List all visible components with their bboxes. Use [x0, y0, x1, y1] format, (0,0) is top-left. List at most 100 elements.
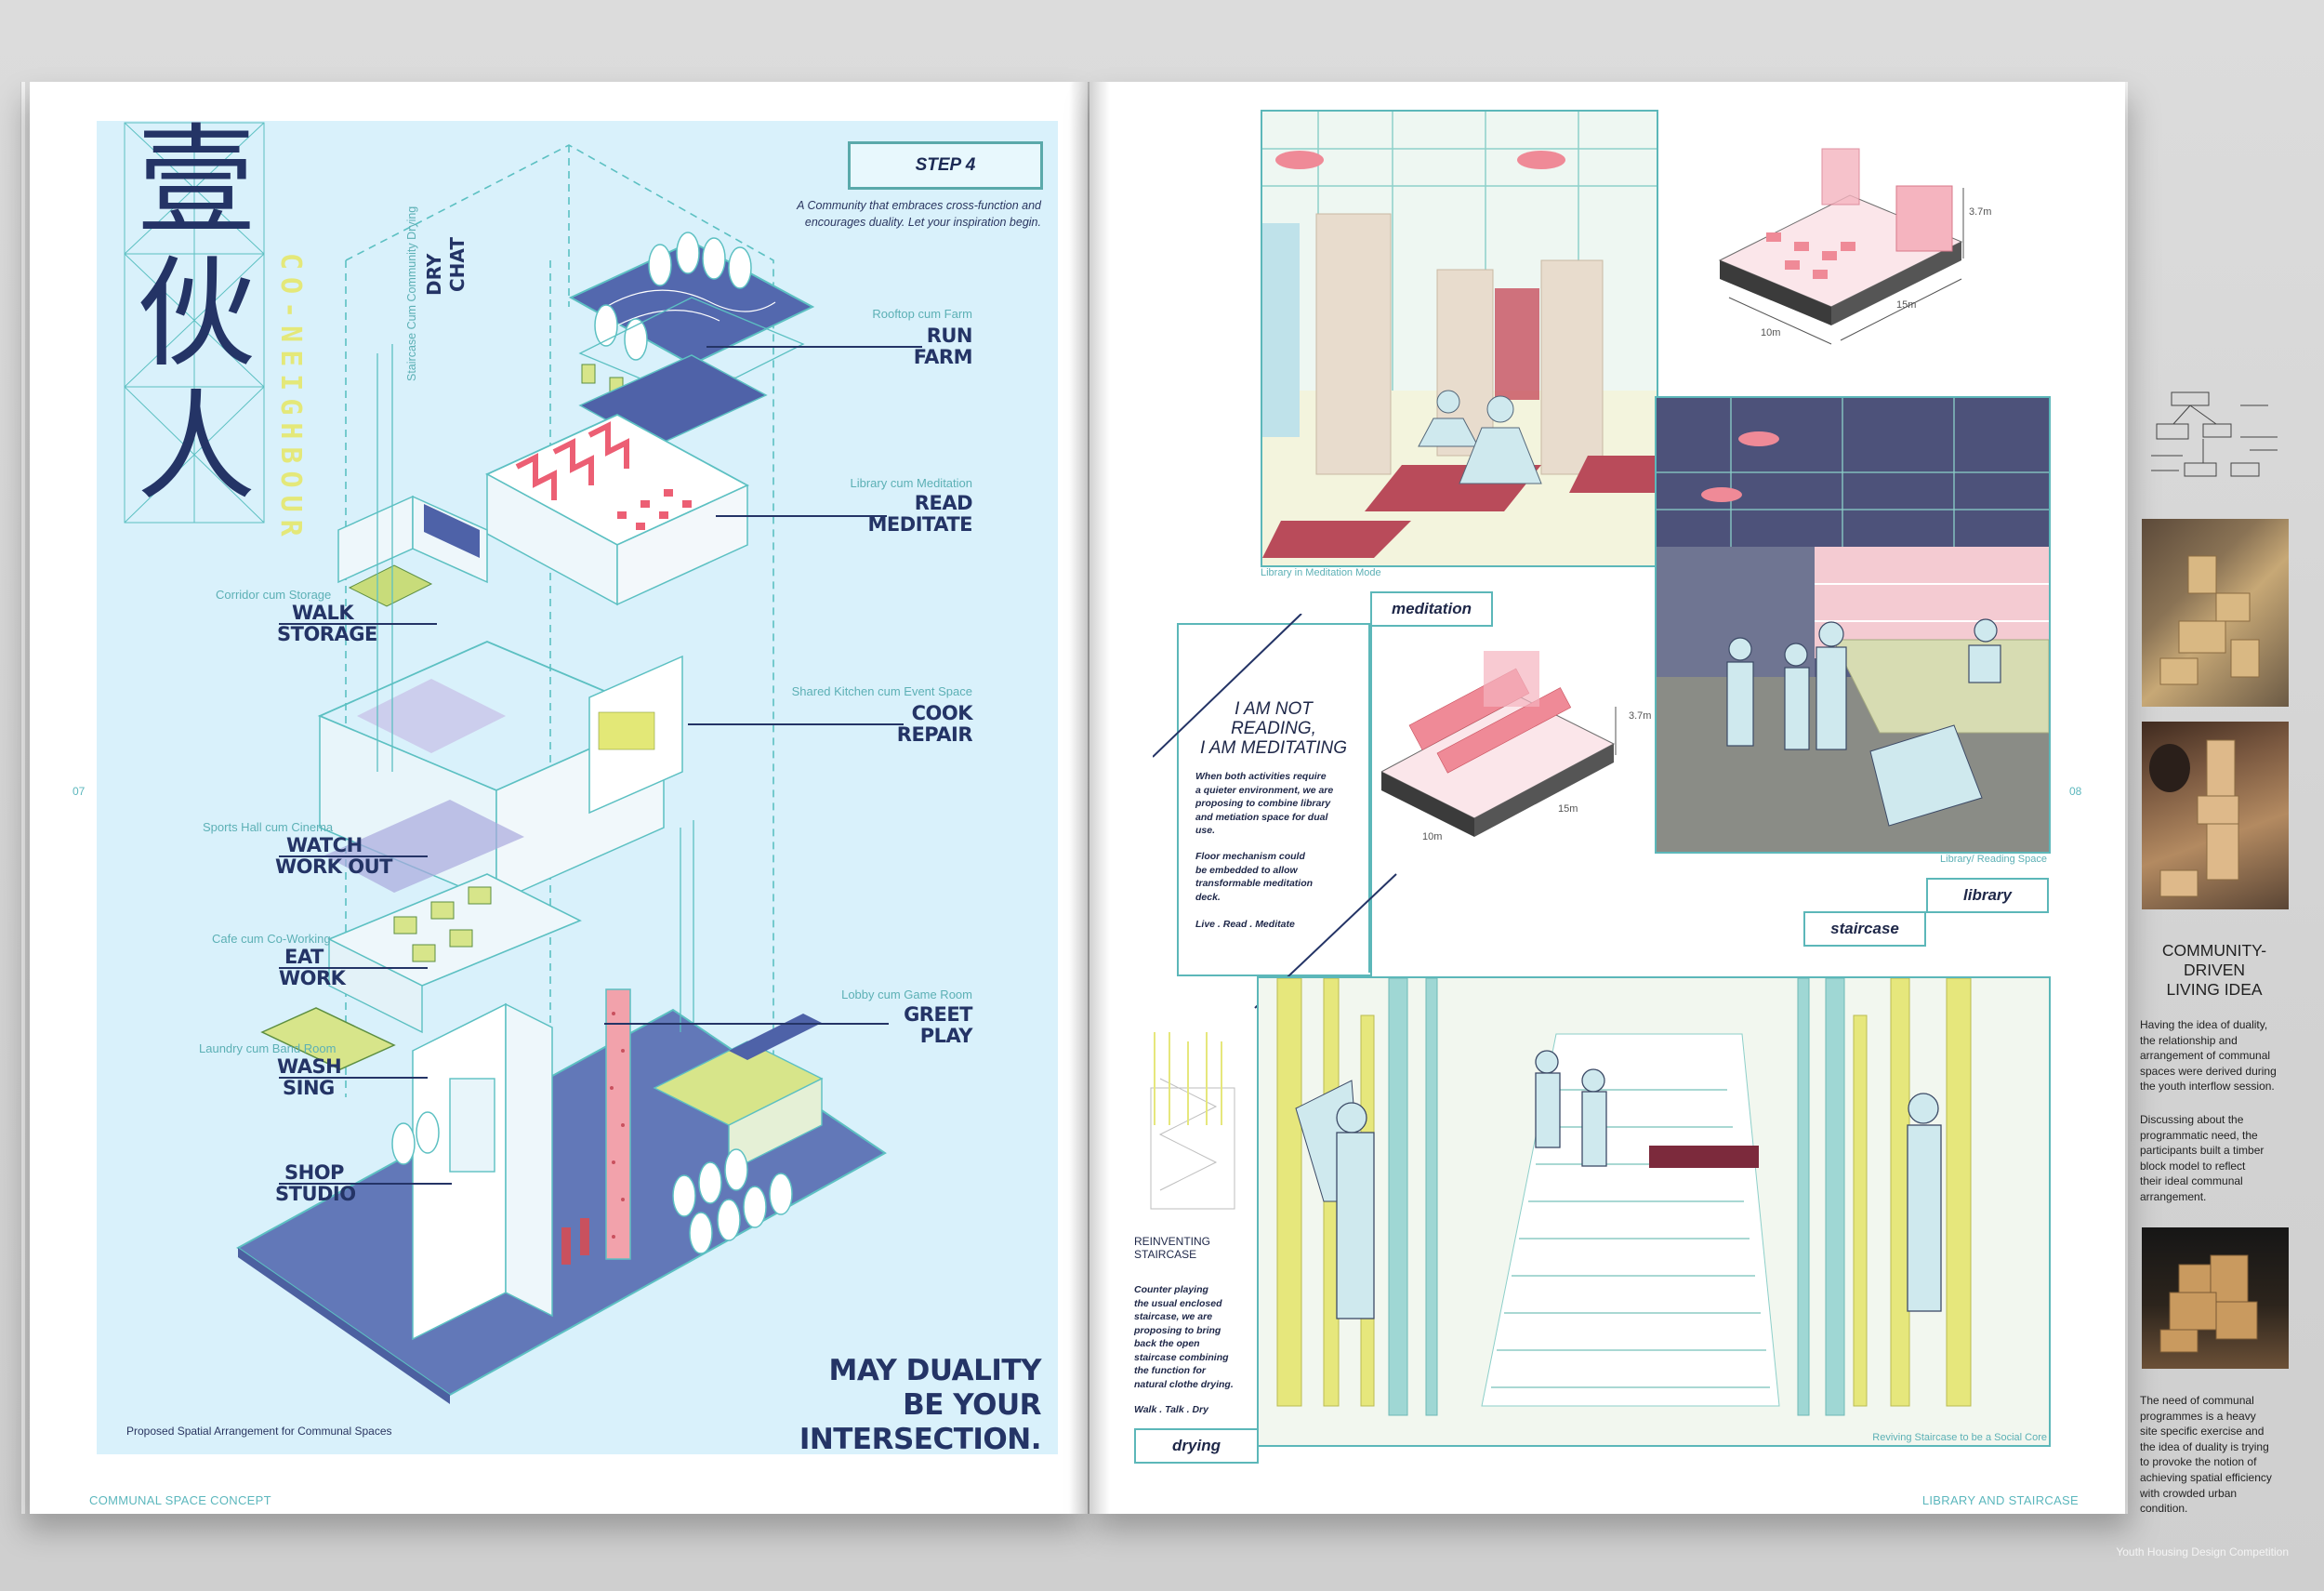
timber-blocks-2: [2149, 739, 2239, 897]
leader-wash-sing: [279, 1077, 428, 1079]
co-neighbour-text: CO-NEIGHBOUR: [274, 253, 307, 544]
page-number-left: 07: [73, 785, 86, 798]
watermark: Youth Housing Design Competition: [2116, 1545, 2289, 1558]
staircase-scene: [1259, 978, 2049, 1445]
sidebar-para-line: condition.: [2140, 1502, 2188, 1516]
rooftop-sublabel: Rooftop cum Farm: [872, 307, 972, 321]
body2-line: transformable meditation: [1195, 878, 1314, 889]
sidebar-heading-line1: COMMUNITY-: [2161, 941, 2267, 960]
leader-read-meditate: [716, 515, 887, 517]
read-label: READ: [914, 492, 973, 514]
library-scene: [1657, 398, 2049, 852]
laundry-sublabel: Laundry cum Band Room: [199, 1041, 337, 1055]
staircase-sublabel: Staircase Cum Community Drying: [405, 206, 418, 381]
dim-width-middle: 15m: [1558, 803, 1578, 815]
library-axonometric-top: [1718, 148, 1964, 345]
meditation-text-box: [1177, 623, 1372, 976]
body1-line: use.: [1195, 825, 1216, 836]
library-sublabel: Library cum Meditation: [850, 476, 973, 490]
wash-label: WASH: [277, 1055, 342, 1078]
greet-label: GREET: [904, 1003, 972, 1026]
step-label-box: STEP 4: [848, 141, 1043, 190]
stair-body-line: Counter playing: [1134, 1284, 1208, 1295]
corridor-sublabel: Corridor cum Storage: [216, 588, 332, 602]
meditation-scene: [1262, 112, 1657, 565]
leader-walk-storage: [279, 623, 437, 625]
body1-line: and metiation space for dual: [1195, 811, 1328, 823]
leader-greet-play: [604, 1023, 889, 1025]
meditation-illustration: [1261, 110, 1658, 567]
sidebar-paragraph-2: Discussing about the programmatic need, …: [2140, 1112, 2291, 1205]
sidebar-para-line: the youth interflow session.: [2140, 1080, 2275, 1094]
staircase-illustration: [1257, 976, 2051, 1447]
sidebar-para-line: achieving spatial efficiency: [2140, 1470, 2272, 1484]
dim-depth-middle: 10m: [1422, 831, 1443, 842]
footer-left: COMMUNAL SPACE CONCEPT: [89, 1493, 271, 1507]
chinese-title: 壹伙人: [136, 113, 256, 517]
stair-body-line: staircase combining: [1134, 1351, 1229, 1363]
leader-watch-workout: [279, 855, 428, 857]
leader-shop-studio: [279, 1183, 452, 1185]
tab-library: library: [1926, 878, 2049, 913]
isometric-axonometric-drawing: [236, 144, 887, 1404]
work-label: WORK: [279, 967, 346, 989]
sidebar-para-line: spaces were derived during: [2140, 1064, 2277, 1078]
timber-model-photo-2: [2142, 722, 2289, 909]
sidebar-para-line: participants built a timber: [2140, 1144, 2265, 1158]
sidebar-heading-line2: DRIVEN: [2183, 961, 2246, 979]
sports-sublabel: Sports Hall cum Cinema: [203, 820, 334, 834]
dim-depth-top: 10m: [1761, 327, 1781, 338]
tab-drying: drying: [1134, 1428, 1259, 1464]
intro-text-line2: encourages duality. Let your inspiration…: [804, 216, 1041, 229]
stair-body-line: back the open: [1134, 1338, 1200, 1349]
cafe-sublabel: Cafe cum Co-Working: [212, 932, 331, 946]
timber-model-photo-1: [2142, 519, 2289, 707]
staircase-vertical-label: Staircase Cum Community Drying: [405, 206, 424, 530]
handwritten-sketch: [2151, 391, 2278, 477]
sidebar-para-line: the relationship and: [2140, 1033, 2238, 1047]
tab-staircase: staircase: [1803, 911, 1926, 947]
library-illustration: [1655, 396, 2051, 854]
walk-label: WALK: [292, 602, 354, 624]
timber-blocks-3: [2159, 1254, 2258, 1353]
eat-label: EAT: [284, 946, 324, 968]
shop-label: SHOP: [284, 1161, 344, 1184]
chat-label: CHAT: [446, 237, 469, 292]
farm-label: FARM: [913, 346, 973, 368]
body1-line: proposing to combine library: [1195, 798, 1331, 809]
title-grid-frame: [124, 122, 265, 524]
leader-eat-work: [279, 967, 428, 969]
stair-body-line: proposing to bring: [1134, 1324, 1221, 1336]
library-axonometric-middle: [1381, 651, 1617, 837]
cook-label: COOK: [911, 702, 973, 724]
dim-height-middle: 3.7m: [1629, 710, 1652, 722]
sidebar-para-line: programmes is a heavy: [2140, 1409, 2256, 1423]
left-caption: Proposed Spatial Arrangement for Communa…: [126, 1425, 392, 1438]
quote-line2: READING,: [1231, 719, 1316, 738]
sidebar-para-line: site specific exercise and: [2140, 1425, 2265, 1439]
sidebar-para-line: their ideal communal: [2140, 1174, 2243, 1188]
stair-motto: Walk . Talk . Dry: [1134, 1404, 1208, 1415]
storage-label: STORAGE: [277, 623, 377, 645]
staircase-model-sketch: [1150, 1032, 1235, 1210]
stair-body-line: staircase, we are: [1134, 1311, 1213, 1322]
quote-line3: I AM MEDITATING: [1200, 738, 1347, 758]
book-spine: [1069, 82, 1110, 1514]
meditate-label: MEDITATE: [867, 513, 973, 536]
caption-library: Library/ Reading Space: [1940, 854, 2047, 865]
timber-blocks-1: [2159, 555, 2260, 685]
sidebar-para-line: arrangement.: [2140, 1189, 2207, 1203]
play-label: PLAY: [919, 1025, 973, 1047]
body2-line: Floor mechanism could: [1195, 851, 1305, 862]
leader-cook-repair: [688, 723, 904, 725]
meditation-body-1: When both activities require a quieter e…: [1195, 770, 1333, 838]
studio-label: STUDIO: [275, 1183, 356, 1205]
slogan-line2: BE YOUR INTERSECTION.: [799, 1388, 1042, 1456]
body1-line: When both activities require: [1195, 771, 1327, 782]
body2-line: deck.: [1195, 891, 1221, 903]
sidebar-heading: COMMUNITY- DRIVEN LIVING IDEA: [2140, 941, 2289, 1000]
timber-model-photo-3: [2142, 1227, 2289, 1369]
sidebar-paragraph-3: The need of communal programmes is a hea…: [2140, 1393, 2291, 1517]
run-label: RUN: [926, 325, 973, 347]
tab-meditation: meditation: [1370, 591, 1493, 627]
